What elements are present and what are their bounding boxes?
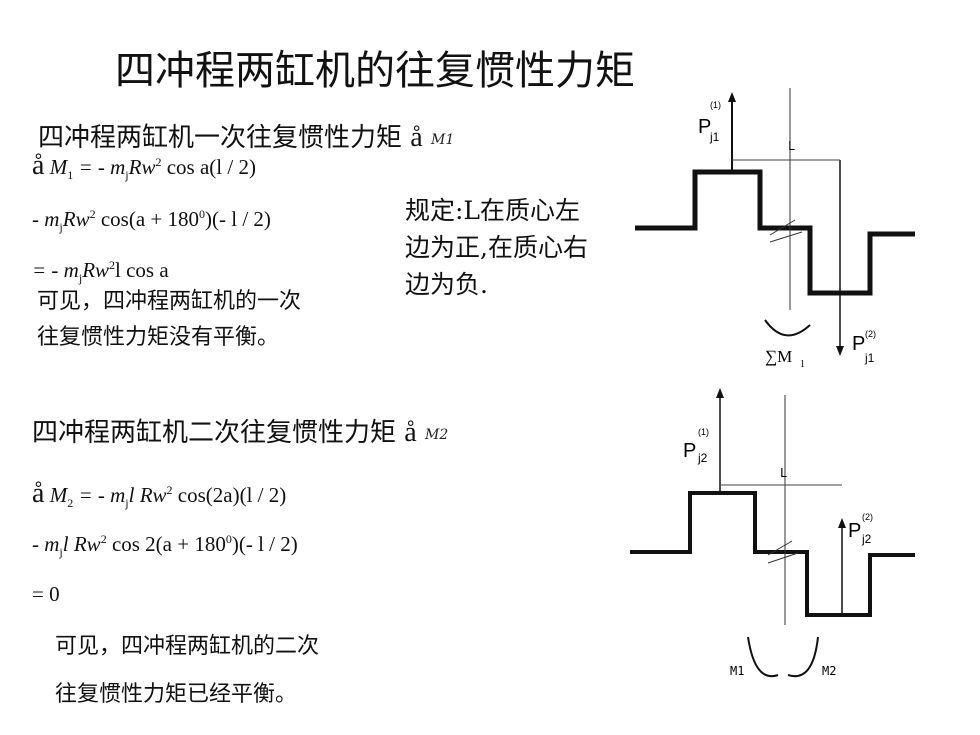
sup-2: 2 (109, 258, 116, 272)
sign-rule-text: 规定:L在质心左边为正,在质心右边为负. (405, 196, 588, 299)
equation-line-2: - mjRw2 cos(a + 1800)(- l / 2) (32, 207, 271, 235)
equation-line-3: = - mjRw2l cos a (32, 258, 169, 286)
eq-term: = - m (78, 155, 126, 179)
eq-term: cos a(l / 2) (161, 155, 256, 179)
moment-arc (764, 319, 811, 337)
eq-term: - m (32, 532, 60, 556)
sum-var: M (430, 132, 446, 148)
moment-arc-left (747, 636, 779, 678)
force-label-right: P (848, 520, 861, 542)
sup-0: 0 (225, 532, 232, 546)
sum-symbol: å (410, 122, 423, 153)
force-label-right-sup: (2) (862, 512, 873, 522)
bearing-mark (769, 231, 803, 243)
moment-label-sub: 1 (800, 359, 805, 370)
note-1-line2: 往复惯性力矩没有平衡。 (37, 325, 280, 350)
eq-term: l Rw (128, 483, 167, 507)
sup-2: 2 (155, 155, 162, 169)
sum-var: M (424, 427, 440, 443)
note-1-line1: 可见，四冲程两缸机的一次 (37, 289, 302, 314)
section2-heading: 四冲程两缸机二次往复惯性力矩 å M2 (32, 412, 448, 449)
length-label: L (788, 139, 795, 153)
section1-heading: 四冲程两缸机一次往复惯性力矩 å M1 (38, 117, 454, 154)
force-label-bottom-sub: j1 (864, 351, 875, 365)
bearing-mark (767, 540, 793, 556)
equation2-line-1: å M2 = - mjl Rw2 cos(2a)(l / 2) (32, 478, 286, 511)
moment-label-m2: M2 (822, 664, 836, 678)
eq-term: cos 2(a + 180 (106, 532, 226, 556)
crankshaft-profile (630, 491, 915, 617)
sum-sub: 1 (445, 132, 455, 148)
arrow-head-up (716, 388, 724, 398)
sum-var: M (49, 155, 68, 179)
eq-term: l cos a (115, 258, 169, 282)
moment-label-m1: M1 (730, 664, 744, 678)
force-label-top-sub: j1 (709, 130, 720, 144)
page-title: 四冲程两缸机的往复惯性力矩 (115, 48, 635, 94)
sub-j: j (59, 545, 63, 560)
sup-2: 2 (166, 483, 173, 497)
force-label-top-sub: j2 (697, 451, 708, 465)
sup-2: 2 (89, 207, 96, 221)
force-label-top-sup: (1) (710, 100, 721, 110)
force-label-top: P (683, 440, 696, 462)
equation2-line-2: - mjl Rw2 cos 2(a + 1800)(- l / 2) (32, 532, 298, 560)
force-label-right-sub: j2 (861, 532, 872, 546)
equation-line-1: å M1 = - mjRw2 cos a(l / 2) (32, 150, 256, 183)
eq-term: = - m (78, 483, 126, 507)
crankshaft-diagram-1: L P (1) j1 P (2) j1 ∑M 1 (635, 88, 915, 370)
eq-term: cos(a + 180 (95, 207, 200, 231)
equation2-line-3: = 0 (32, 582, 60, 606)
sup-0: 0 (199, 207, 206, 221)
sum-symbol: å (32, 150, 45, 181)
note-2-line2: 往复惯性力矩已经平衡。 (55, 682, 298, 707)
force-label-top: P (698, 116, 711, 138)
crankshaft-diagram-2: L P (1) j2 P (2) j2 M1 M2 (630, 388, 915, 678)
eq-term: )(- l / 2) (205, 207, 271, 231)
sub-j: j (78, 271, 83, 286)
sub-j: j (59, 220, 63, 235)
note-1: 可见，四冲程两缸机的一次 往复惯性力矩没有平衡。 (37, 284, 301, 356)
moment-arc-right (787, 636, 819, 678)
sup-2: 2 (100, 532, 107, 546)
eq-term: l Rw (62, 532, 101, 556)
eq-term: - m (32, 207, 60, 231)
bearing-mark (769, 219, 796, 236)
arrow-head-up-right (838, 518, 846, 528)
force-label-top-sup: (1) (698, 427, 709, 437)
moment-label: ∑M (765, 347, 792, 366)
sum-var: M (49, 483, 68, 507)
eq-term: Rw (62, 207, 90, 231)
sub-j: j (125, 168, 129, 183)
sub-j: j (125, 496, 129, 511)
crankshaft-profile (635, 169, 915, 296)
eq-term: cos(2a)(l / 2) (172, 483, 287, 507)
eq-term: = - m (32, 258, 79, 282)
note-2: 可见，四冲程两缸机的二次 往复惯性力矩已经平衡。 (55, 623, 319, 719)
sum-sub: 2 (67, 496, 74, 511)
force-label-bottom-sup: (2) (865, 329, 876, 339)
sum-symbol: å (404, 417, 417, 448)
eq-term: )(- l / 2) (231, 532, 298, 556)
eq-term: Rw (128, 155, 156, 179)
length-label: L (780, 466, 787, 480)
bearing-mark (767, 552, 799, 564)
section2-heading-text: 四冲程两缸机二次往复惯性力矩 (32, 418, 397, 448)
eq-term: Rw (82, 258, 110, 282)
arrow-head-down (836, 346, 844, 356)
section1-heading-text: 四冲程两缸机一次往复惯性力矩 (38, 123, 403, 153)
force-label-bottom: P (852, 333, 865, 355)
sum-symbol: å (32, 478, 45, 509)
note-2-line1: 可见，四冲程两缸机的二次 (55, 634, 320, 659)
sum-sub: 1 (67, 168, 74, 183)
sum-sub: 2 (439, 427, 449, 443)
arrow-head-up (728, 92, 736, 102)
